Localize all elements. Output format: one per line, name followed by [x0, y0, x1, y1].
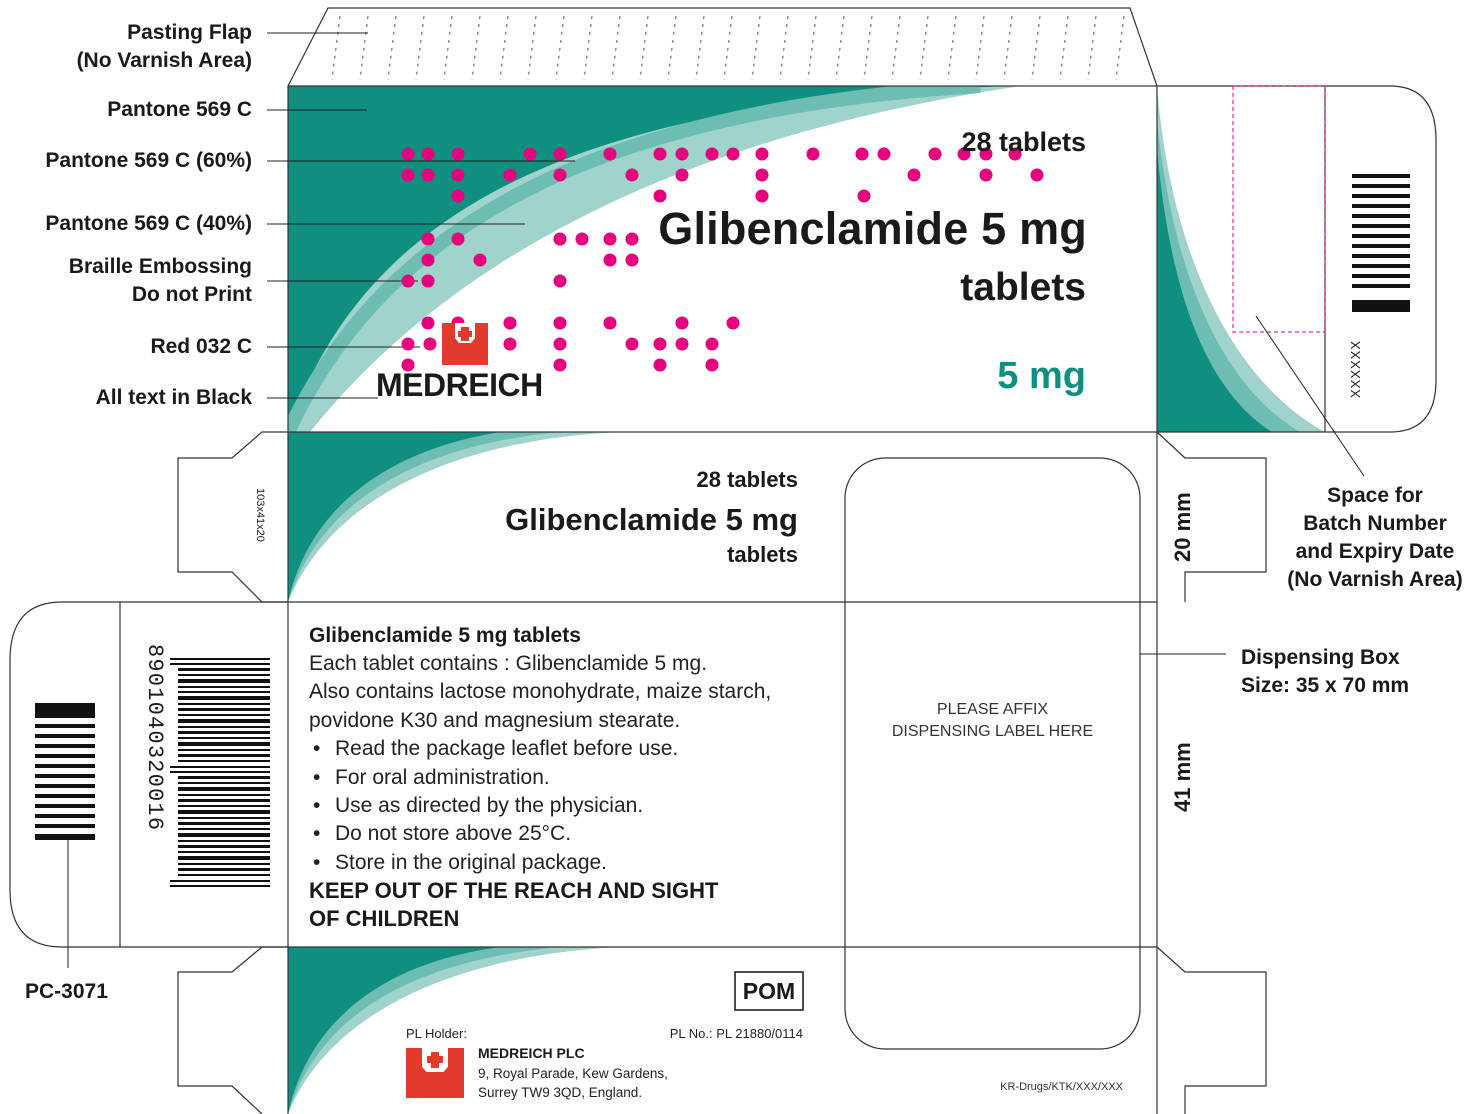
callout-batch-line4: (No Varnish Area)	[1287, 568, 1463, 591]
side-dosage-form: tablets	[727, 542, 798, 567]
back-heading: Glibenclamide 5 mg tablets	[309, 624, 581, 647]
back-text-block: Glibenclamide 5 mg tablets Each tablet c…	[309, 624, 771, 933]
artwork-code: KR-Drugs/KTK/XXX/XXX	[1000, 1081, 1123, 1093]
callout-leaders	[67, 32, 1365, 968]
barcode-digits: 8901040320016	[142, 644, 167, 832]
dispensing-line1: PLEASE AFFIX	[936, 701, 1049, 718]
pl-number: PL No.: PL 21880/0114	[669, 1026, 803, 1041]
back-bullet: Store in the original package.	[309, 849, 771, 878]
medreich-logo-icon	[442, 323, 488, 365]
company-address: 9, Royal Parade, Kew Gardens, Surrey TW9…	[478, 1064, 668, 1102]
back-bullet: Read the package leaflet before use.	[309, 735, 771, 764]
back-composition-line: Each tablet contains : Glibenclamide 5 m…	[309, 652, 708, 675]
front-brand-name: MEDREICH	[376, 367, 543, 403]
flap-size-code: 103x41x20	[254, 488, 266, 542]
back-bullet: Do not store above 25°C.	[309, 820, 771, 849]
dispensing-label-text: PLEASE AFFIX DISPENSING LABEL HERE	[845, 699, 1140, 743]
callout-dispensing-line2: Size: 35 x 70 mm	[1241, 674, 1410, 697]
dimension-20mm: 20 mm	[1170, 492, 1195, 562]
callout-dispensing-box: Dispensing Box Size: 35 x 70 mm	[1241, 644, 1409, 700]
front-strength: 5 mg	[997, 355, 1086, 397]
end-flap-code: XXXXXX	[1348, 339, 1363, 398]
side-teal-swoosh	[288, 432, 845, 602]
batch-expiry-area	[1232, 85, 1326, 333]
dieline-strokes	[9, 7, 1437, 1114]
callout-pasting-flap-line2: (No Varnish Area)	[76, 49, 252, 72]
back-warning-line1: KEEP OUT OF THE REACH AND SIGHT	[309, 878, 719, 904]
medreich-plc-logo-icon	[406, 1048, 464, 1098]
callout-pantone: Pantone 569 C	[107, 98, 252, 121]
pom-box	[734, 971, 804, 1011]
side-product-name: Glibenclamide 5 mg	[505, 502, 798, 537]
address-line2: Surrey TW9 3QD, England.	[478, 1085, 643, 1100]
callout-batch-line3: and Expiry Date	[1295, 540, 1455, 563]
front-product-name: Glibenclamide 5 mg	[658, 203, 1087, 254]
address-line1: 9, Royal Parade, Kew Gardens,	[478, 1066, 668, 1081]
back-composition-line: Also contains lactose monohydrate, maize…	[309, 680, 772, 704]
callout-black-text: All text in Black	[95, 386, 252, 409]
back-composition-line: povidone K30 and magnesium stearate.	[309, 708, 681, 732]
back-warning-line2: OF CHILDREN	[309, 906, 460, 932]
back-warning: KEEP OUT OF THE REACH AND SIGHT OF CHILD…	[309, 877, 771, 933]
left-flap-pharmacode	[35, 703, 95, 840]
dispensing-line2: DISPENSING LABEL HERE	[891, 723, 1094, 740]
pc-code: PC-3071	[25, 980, 108, 1003]
end-flap-swoosh	[1157, 86, 1325, 432]
company-name: MEDREICH PLC	[478, 1045, 585, 1061]
ean-barcode	[170, 658, 270, 887]
bottom-teal-swoosh	[288, 947, 620, 1114]
callout-braille: Braille Embossing Do not Print	[69, 253, 252, 309]
callout-batch-line1: Space for	[1327, 484, 1423, 507]
end-flap-pharmacode	[1352, 174, 1410, 312]
pasting-flap-hatching	[331, 15, 1125, 81]
callout-pasting-flap: Pasting Flap (No Varnish Area)	[77, 19, 252, 75]
callout-braille-line2: Do not Print	[131, 283, 252, 306]
back-bullet: Use as directed by the physician.	[309, 792, 771, 821]
callout-pantone-40: Pantone 569 C (40%)	[45, 212, 252, 235]
callout-batch-expiry: Space for Batch Number and Expiry Date (…	[1280, 482, 1470, 594]
side-tablet-count: 28 tablets	[696, 467, 799, 492]
callout-dispensing-line1: Dispensing Box	[1241, 646, 1400, 669]
callout-braille-line1: Braille Embossing	[68, 255, 252, 278]
callout-red: Red 032 C	[150, 335, 252, 358]
back-bullet: For oral administration.	[309, 764, 771, 793]
callout-batch-line2: Batch Number	[1303, 512, 1447, 535]
front-dosage-form: tablets	[960, 266, 1086, 309]
callout-pantone-60: Pantone 569 C (60%)	[45, 149, 252, 172]
pl-holder-label: PL Holder:	[406, 1026, 467, 1041]
dimension-41mm: 41 mm	[1170, 742, 1195, 812]
pom-label: POM	[742, 978, 796, 1004]
front-tablet-count: 28 tablets	[961, 127, 1086, 157]
callout-pasting-flap-line1: Pasting Flap	[127, 21, 252, 44]
